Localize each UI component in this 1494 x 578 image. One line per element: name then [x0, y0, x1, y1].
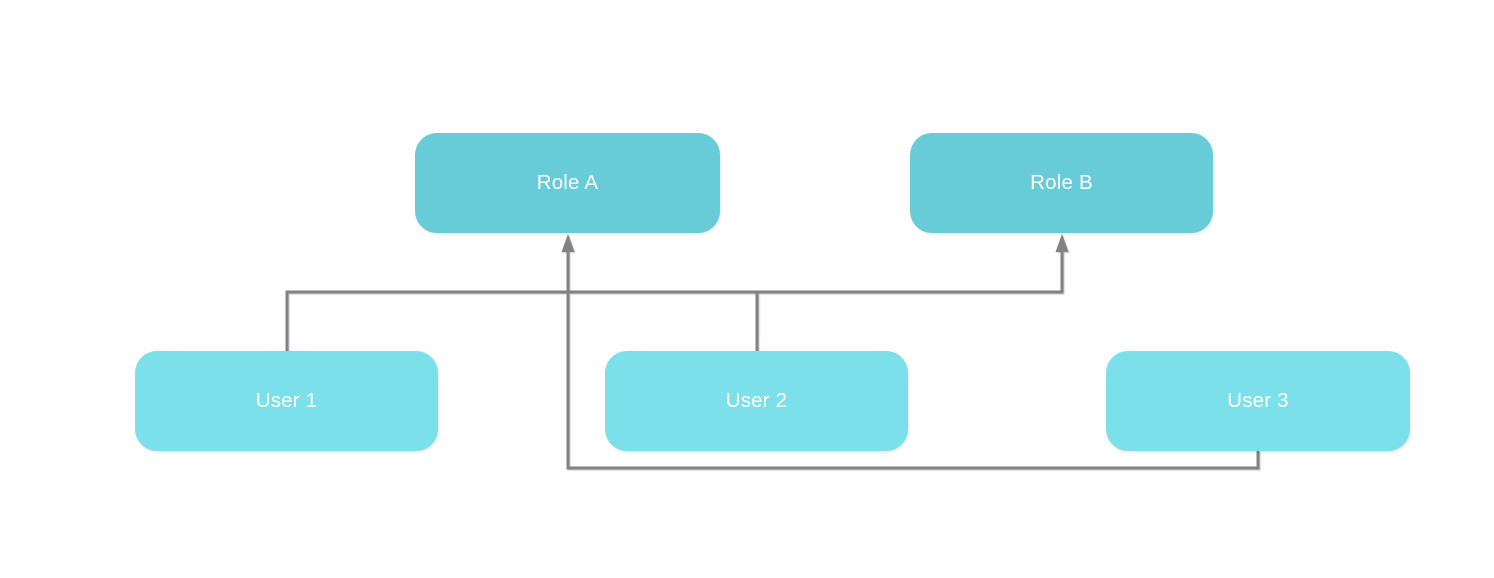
node-user-3-label: User 3: [1227, 389, 1289, 412]
node-role-a[interactable]: Role A: [415, 133, 720, 233]
node-role-a-label: Role A: [536, 171, 599, 194]
node-user-3[interactable]: User 3: [1106, 351, 1410, 451]
arrowhead-into-roleB-icon: [1055, 234, 1069, 252]
connector-user1-to-roleB[interactable]: [285, 248, 1064, 351]
node-user-1-label: User 1: [255, 389, 318, 412]
node-user-2[interactable]: User 2: [605, 351, 908, 451]
node-user-1[interactable]: User 1: [135, 351, 438, 451]
node-user-2-label: User 2: [725, 389, 788, 412]
arrowhead-into-roleA-icon: [561, 234, 575, 252]
connector-user3-to-roleA[interactable]: [566, 248, 1260, 470]
node-role-b[interactable]: Role B: [910, 133, 1213, 233]
node-role-b-label: Role B: [1030, 171, 1093, 194]
